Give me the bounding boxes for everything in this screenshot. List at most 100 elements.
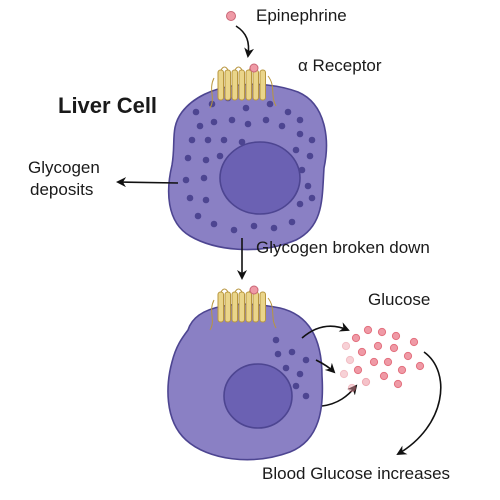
receptor-tail: [267, 75, 277, 107]
arrow-glucose-release-2: [315, 359, 336, 374]
glycogen-granule: [250, 222, 258, 230]
glucose-molecule: [357, 347, 367, 357]
glycogen-granule: [238, 138, 246, 146]
glycogen-granule: [242, 104, 250, 112]
liver-cell-top: [167, 63, 328, 251]
receptor-loop: [234, 288, 243, 293]
glycogen-granule: [282, 364, 290, 372]
receptor-helix: [238, 69, 245, 101]
epinephrine-molecule-bound-bottom: [249, 285, 259, 295]
receptor-helix: [252, 69, 259, 101]
glycogen-granule: [272, 336, 280, 344]
receptor-helix: [224, 291, 231, 323]
label-glycogen-line1: Glycogen: [28, 158, 100, 177]
glycogen-granule: [210, 118, 218, 126]
arrow-blood-glucose: [396, 351, 442, 456]
label-glucose: Glucose: [368, 290, 431, 309]
glucose-molecule: [347, 383, 357, 393]
receptor-helix: [217, 69, 224, 101]
receptor-loop: [234, 66, 243, 71]
glycogen-granule: [220, 136, 228, 144]
glycogen-granule: [296, 200, 304, 208]
receptor-tail: [209, 299, 215, 331]
glucose-molecules: [339, 325, 425, 393]
receptor-loop: [220, 66, 229, 71]
glucose-molecule: [391, 331, 401, 341]
arrow-to-glycogen-deposits: [116, 177, 179, 188]
glycogen-granule: [288, 348, 296, 356]
glucose-molecule: [373, 341, 383, 351]
receptor-helix: [252, 291, 259, 323]
receptor-loop: [220, 288, 229, 293]
glucose-molecule: [369, 357, 379, 367]
receptor-helix: [238, 291, 245, 323]
glycogen-granule: [292, 146, 300, 154]
glycogen-granule: [296, 370, 304, 378]
glucose-molecule: [377, 327, 387, 337]
glycogen-granule: [298, 166, 306, 174]
glucose-molecule: [339, 369, 349, 379]
glycogen-granule: [284, 108, 292, 116]
glycogen-granule: [244, 120, 252, 128]
label-liver-cell: Liver Cell: [58, 93, 158, 118]
glucose-molecule: [403, 351, 413, 361]
arrow-glucose-release-1: [301, 322, 350, 339]
label-glycogen-line2: deposits: [30, 180, 94, 199]
receptor-helix: [245, 291, 252, 323]
glycogen-granule: [292, 382, 300, 390]
glycogen-granule: [270, 224, 278, 232]
glycogen-granule: [200, 174, 208, 182]
glucose-molecule: [389, 343, 399, 353]
glycogen-granule: [302, 356, 310, 364]
glycogen-granules-top: [182, 94, 316, 234]
glycogen-granule: [230, 226, 238, 234]
glycogen-granule: [302, 392, 310, 400]
glycogen-granule: [266, 100, 274, 108]
glycogen-granule: [278, 122, 286, 130]
glycogen-granule: [196, 122, 204, 130]
glycogen-granule: [204, 136, 212, 144]
glycogen-granule: [192, 108, 200, 116]
receptor-helix: [224, 69, 231, 101]
glycogen-granule: [308, 194, 316, 202]
glycogen-granule: [186, 194, 194, 202]
glucose-molecule: [415, 361, 425, 371]
glucose-molecule: [379, 371, 389, 381]
glucose-molecule: [383, 357, 393, 367]
liver-cell-bottom: [167, 285, 324, 461]
glucose-molecule: [351, 333, 361, 343]
receptor-tail: [267, 297, 277, 329]
glucose-molecule: [361, 377, 371, 387]
glycogen-granule: [202, 196, 210, 204]
glucose-molecule: [341, 341, 351, 351]
glycogen-granule: [216, 152, 224, 160]
nucleus-top: [219, 141, 301, 215]
glycogen-granule: [210, 220, 218, 228]
label-blood-glucose-increases: Blood Glucose increases: [262, 464, 451, 483]
glycogen-granule: [296, 130, 304, 138]
glycogen-granule: [188, 136, 196, 144]
glucose-molecule: [409, 337, 419, 347]
arrow-epinephrine-to-receptor: [235, 25, 255, 58]
nucleus-bottom: [223, 363, 293, 429]
glycogen-granules-bottom: [272, 336, 310, 400]
receptor-tail: [209, 77, 215, 109]
label-glycogen-broken-down: Glycogen broken down: [256, 238, 430, 257]
glycogen-granule: [262, 116, 270, 124]
receptor-helix: [259, 69, 266, 101]
glucose-molecule: [363, 325, 373, 335]
receptor-helix: [231, 69, 238, 101]
epinephrine-molecule-bound-top: [249, 63, 259, 73]
glycogen-granule: [202, 156, 210, 164]
receptor-helix: [217, 291, 224, 323]
glucose-molecule: [397, 365, 407, 375]
label-epinephrine: Epinephrine: [256, 6, 347, 25]
glycogen-granule: [306, 152, 314, 160]
epinephrine-molecule-free: [226, 11, 236, 21]
glucose-molecule: [345, 355, 355, 365]
glycogen-granule: [308, 136, 316, 144]
glycogen-granule: [304, 182, 312, 190]
glycogen-granule: [182, 176, 190, 184]
receptor-helix: [245, 69, 252, 101]
